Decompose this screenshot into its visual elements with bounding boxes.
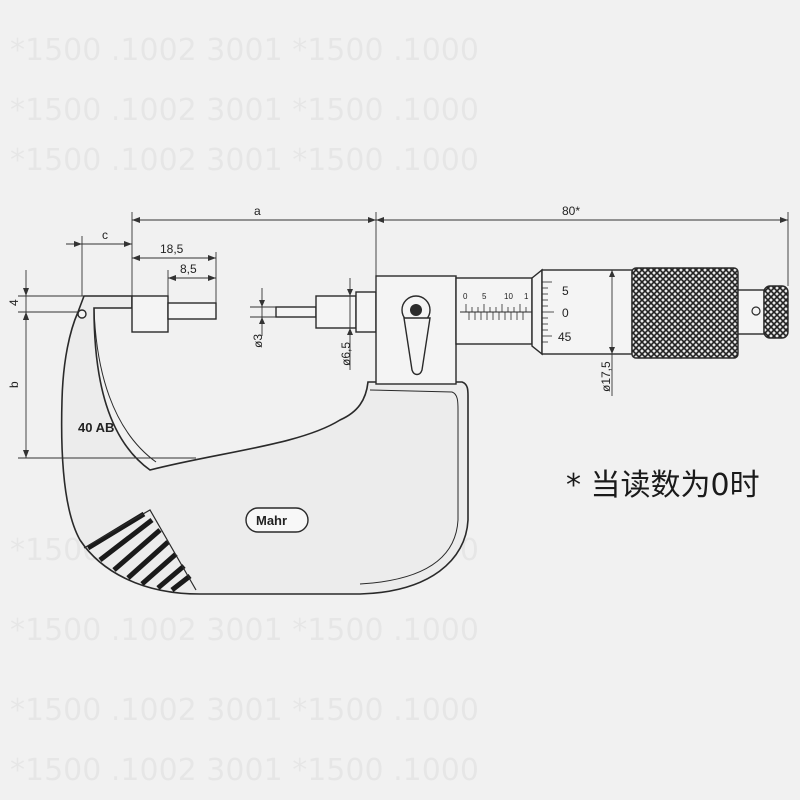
svg-text:*1500 .1002 3001 *1500 .1000: *1500 .1002 3001 *1500 .1000 (10, 613, 479, 648)
lock-knob-inner (410, 304, 422, 316)
frame-label: 40 AB (78, 420, 114, 435)
sleeve-ticks (465, 304, 527, 320)
zero-reading-note: * 当读数为0时 (566, 468, 760, 503)
knurled-grip (631, 267, 739, 359)
sleeve-scale-5: 5 (482, 292, 487, 301)
sleeve-scale-0: 0 (463, 292, 468, 301)
sleeve-scale-15: 1 (524, 292, 529, 301)
frame-inner-curve (93, 307, 157, 463)
svg-text:*1500 .1002 3001 *1500 .1000: *1500 .1002 3001 *1500 .1000 (10, 33, 479, 68)
spindle-body (315, 295, 357, 329)
micrometer-frame (60, 295, 469, 595)
sleeve (455, 277, 533, 345)
dim-8-5-label: 8,5 (180, 262, 197, 276)
anvil-tip (167, 302, 217, 320)
brand-logo-text: Mahr (256, 513, 287, 528)
grip-stripes (86, 511, 192, 592)
dim-4-label: 4 (7, 299, 21, 306)
ratchet-pin (751, 306, 761, 316)
dim-a-label: a (254, 204, 261, 218)
anvil-screw (77, 309, 87, 319)
frame-inner-edge (359, 389, 459, 585)
thimble-bevel (531, 268, 543, 356)
spindle-tip (275, 306, 317, 318)
svg-text:*1500 .1002 3001 *1500 .1000: *1500 .1002 3001 *1500 .1000 (10, 93, 479, 128)
svg-text:*1500 .1002 3001 *1500 .1000: *1500 .1002 3001 *1500 .1000 (10, 693, 479, 728)
dim-b-label: b (7, 381, 21, 388)
svg-text:*1500 .1002 3001 *1500 .1000: *1500 .1002 3001 *1500 .1000 (10, 753, 479, 788)
thimble-ticks (542, 281, 554, 343)
thimble-scale-0: 0 (562, 306, 569, 320)
thimble (541, 269, 633, 355)
dim-phi17-5-label: ø17,5 (599, 361, 613, 392)
svg-text:*1500 .1002 3001 *1500 .1000: *1500 .1002 3001 *1500 .1000 (10, 143, 479, 178)
thimble-scale-5: 5 (562, 284, 569, 298)
anvil-body (131, 295, 169, 333)
grip-outline (83, 509, 197, 591)
dim-phi3-arrows (259, 300, 265, 324)
brand-badge (245, 507, 309, 533)
dim-phi3-label: ø3 (251, 334, 265, 348)
lock-lever (403, 317, 431, 376)
dim-c-label: c (102, 228, 108, 242)
thimble-scale-45: 45 (558, 330, 572, 344)
dim-18-5-label: 18,5 (160, 242, 184, 256)
sleeve-scale-10: 10 (504, 292, 513, 301)
dim-phi6-5-label: ø6,5 (339, 342, 353, 366)
dim-80-label: 80* (562, 204, 580, 218)
ratchet-knob (763, 285, 789, 339)
spindle-collar (355, 291, 377, 333)
